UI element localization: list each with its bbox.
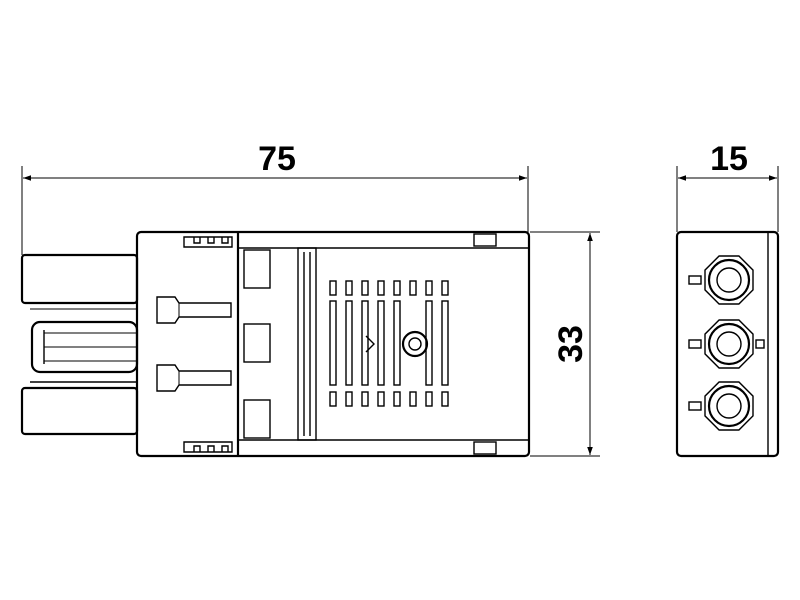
vent-slot <box>393 391 401 407</box>
vent-grid <box>329 280 449 407</box>
vent-slot <box>441 391 449 407</box>
vent-slot <box>361 391 369 407</box>
vent-slot <box>425 391 433 407</box>
vent-slot <box>409 280 417 296</box>
connector-side-view <box>20 230 531 458</box>
vent-slot <box>345 300 353 386</box>
connector-body <box>135 230 531 458</box>
vent-slot <box>441 280 449 296</box>
vent-slot <box>393 280 401 296</box>
vent-slot <box>329 300 337 386</box>
vent-slot <box>377 391 385 407</box>
dimension-width: 15 <box>676 140 779 232</box>
socket-icon <box>688 381 754 431</box>
vent-slot <box>329 280 337 296</box>
socket-icon <box>688 255 754 305</box>
screw-icon <box>401 330 429 358</box>
vent-slot <box>345 280 353 296</box>
dimension-height: 33 <box>530 231 600 457</box>
vent-slot <box>393 300 401 386</box>
vent-slot <box>361 300 369 386</box>
pin-middle <box>30 320 139 374</box>
vent-slot <box>329 391 337 407</box>
vent-slot <box>361 280 369 296</box>
socket-icon <box>688 319 765 369</box>
dimension-width-label: 15 <box>710 140 748 178</box>
connector-front-view <box>675 230 780 458</box>
dimension-length: 75 <box>21 140 529 255</box>
dimension-height-label: 33 <box>552 325 590 363</box>
pin-bottom <box>20 381 139 436</box>
vent-slot <box>377 300 385 386</box>
vent-slot <box>441 300 449 386</box>
vent-slot <box>377 280 385 296</box>
pin-top <box>20 253 139 310</box>
dimension-length-label: 75 <box>258 140 296 178</box>
vent-slot <box>425 280 433 296</box>
vent-slot <box>409 391 417 407</box>
vent-notch <box>365 335 375 353</box>
vent-slot <box>345 391 353 407</box>
